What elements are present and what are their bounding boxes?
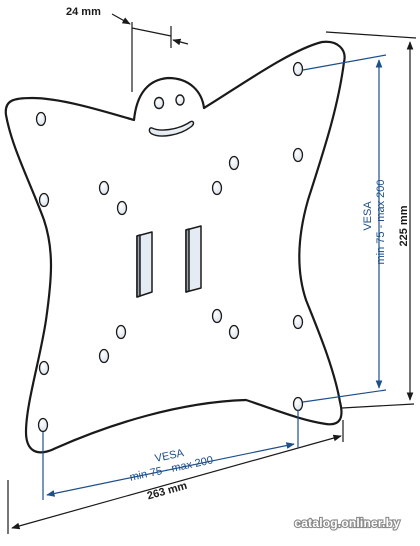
mounting-hole — [98, 348, 110, 364]
mounting-hole — [211, 180, 223, 196]
overall-height-label: 225 mm — [398, 205, 410, 246]
smiley-face-icon — [148, 94, 195, 137]
mounting-holes — [35, 61, 304, 433]
mounting-hole — [38, 192, 50, 208]
mounting-hole — [98, 180, 110, 196]
mounting-hole — [35, 111, 47, 127]
tab-width-label: 24 mm — [66, 6, 101, 18]
mounting-hole — [116, 200, 128, 216]
mount-plate-outline — [4, 40, 346, 454]
center-slots — [136, 225, 202, 298]
overall-height-dimension — [325, 31, 417, 409]
vesa-horizontal-dimension — [42, 410, 299, 500]
mounting-hole — [228, 324, 240, 340]
mounting-hole — [292, 396, 304, 412]
vesa-vertical-label-line1: VESA — [362, 201, 374, 231]
mounting-hole — [211, 308, 223, 324]
mounting-hole — [37, 417, 49, 433]
mounting-hole — [292, 147, 304, 163]
mounting-hole — [115, 324, 127, 340]
mounting-hole — [292, 314, 304, 330]
tab-width-dimension — [111, 13, 189, 92]
vesa-vertical-dimension — [302, 54, 387, 403]
mounting-hole — [38, 360, 50, 376]
vesa-vertical-label-line2: min 75 - max 200 — [375, 180, 387, 265]
overall-width-label: 263 mm — [146, 480, 189, 503]
mounting-hole — [292, 61, 304, 77]
mounting-hole — [228, 155, 240, 171]
catalog-watermark: catalog.onliner.by — [294, 516, 400, 530]
